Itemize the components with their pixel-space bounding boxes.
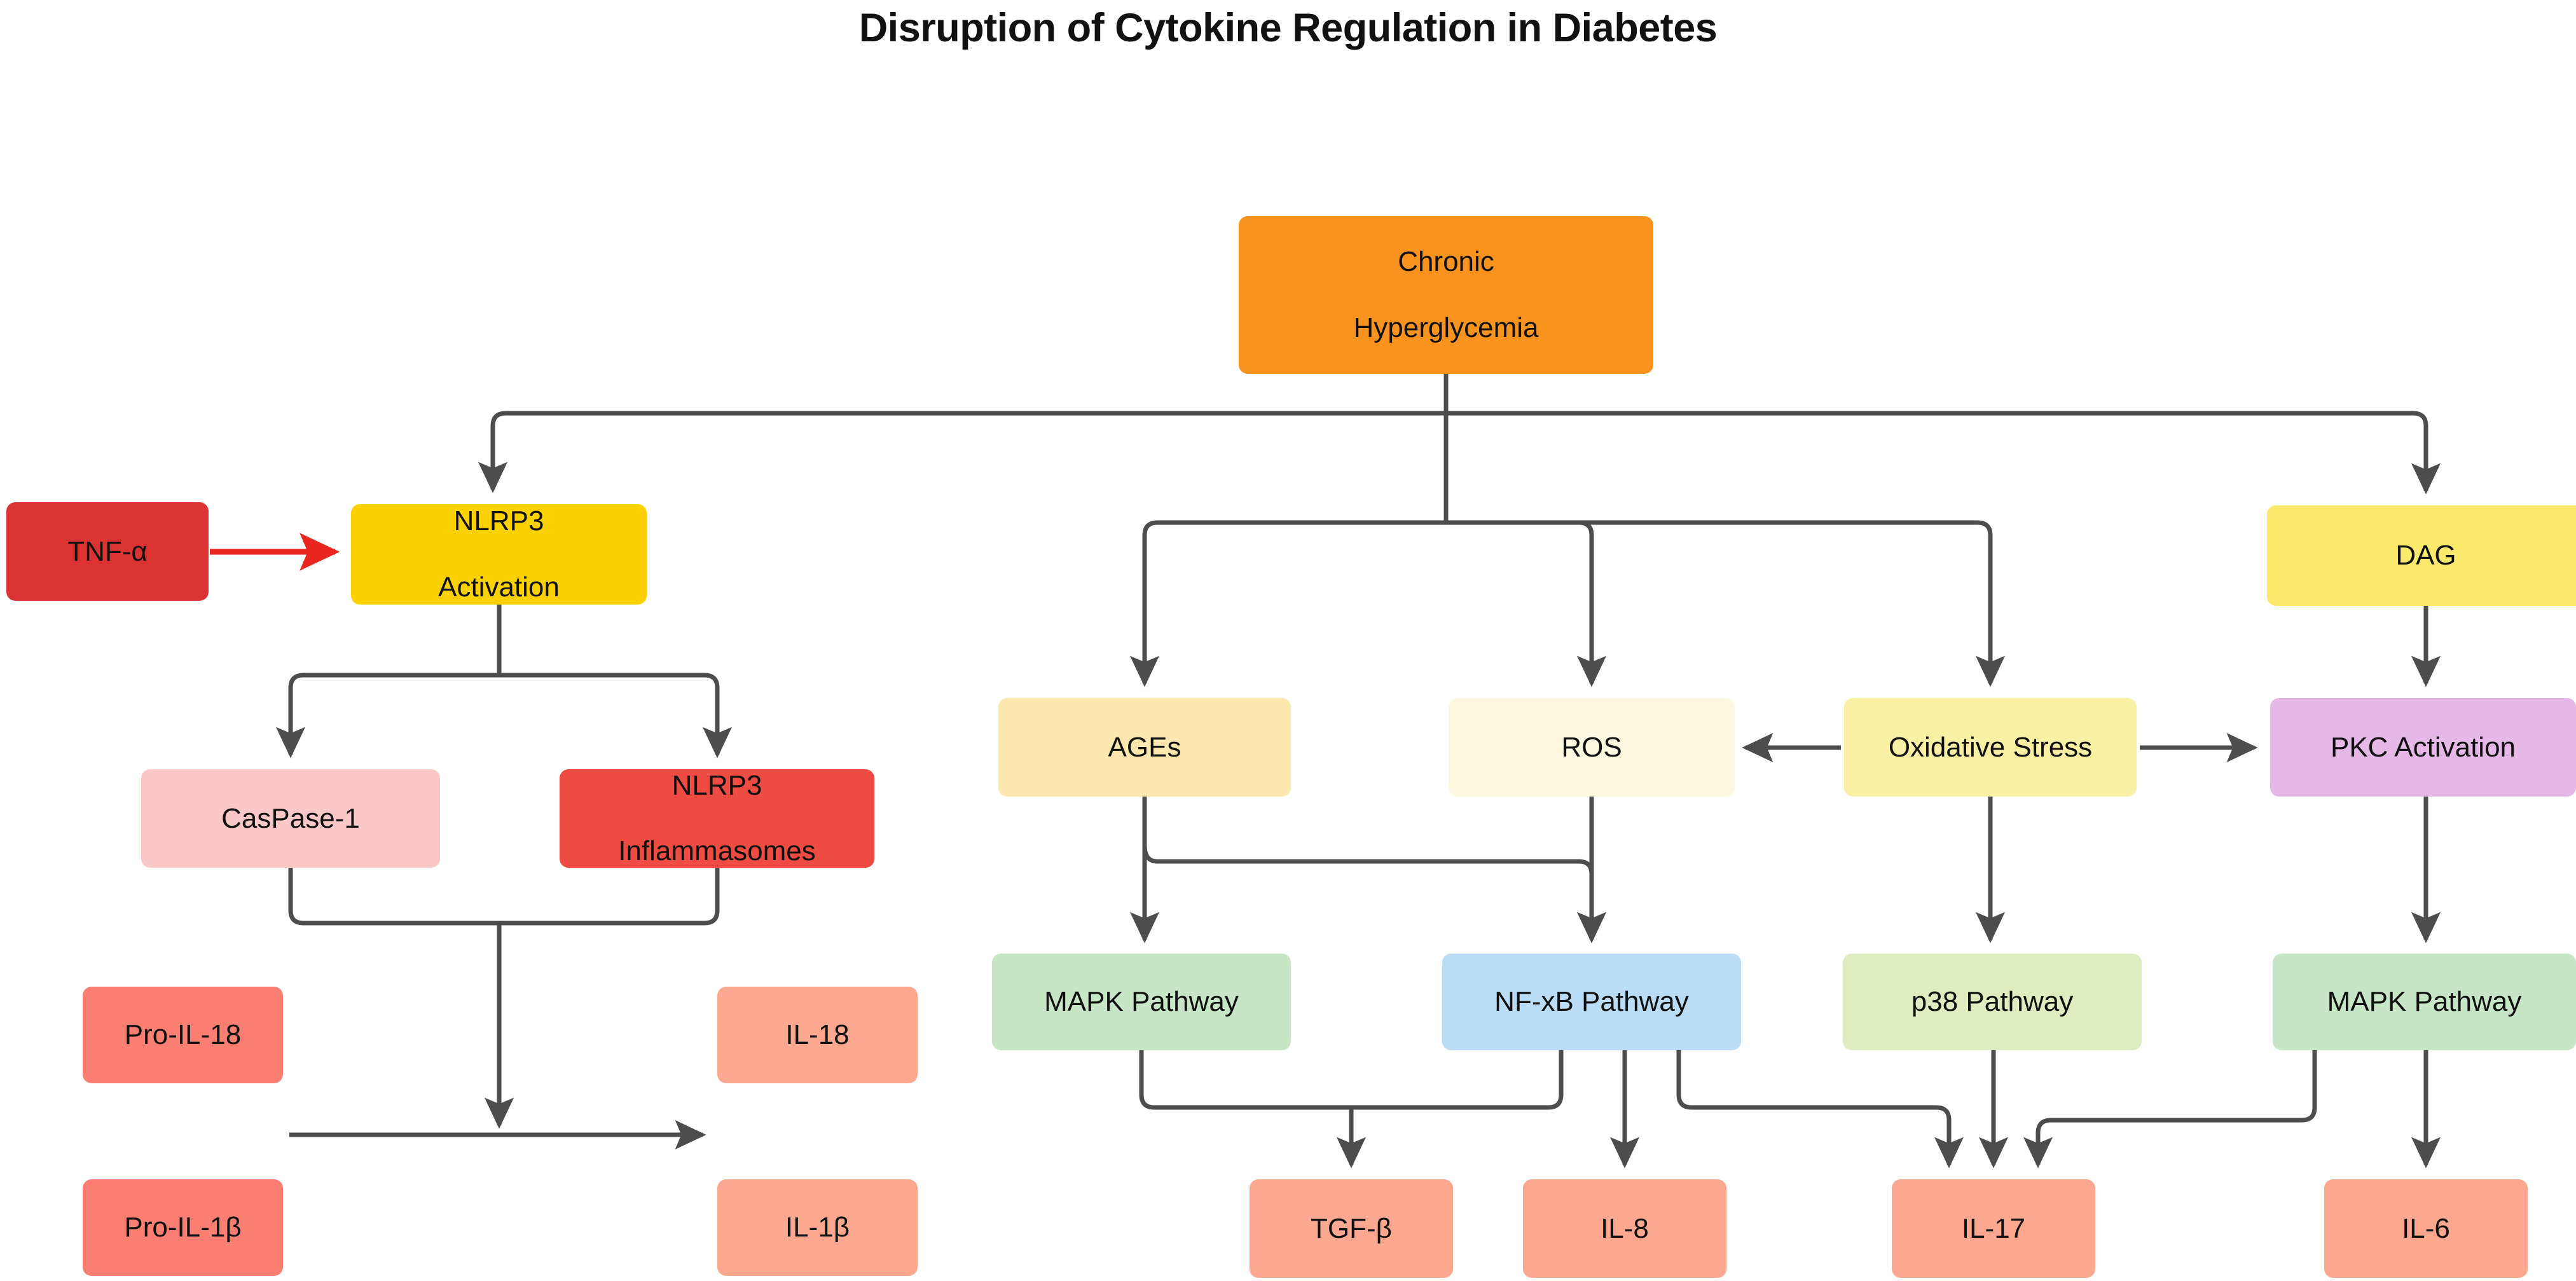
node-label: Oxidative Stress	[1888, 731, 2093, 763]
node-il-17[interactable]: IL-17	[1892, 1179, 2095, 1278]
edge-caspase1-merge	[288, 868, 499, 926]
node-label: IL-17	[1961, 1212, 2026, 1244]
node-label: PKC Activation	[2330, 731, 2516, 763]
node-il-1beta[interactable]: IL-1β	[717, 1179, 918, 1276]
node-label: IL-6	[2402, 1212, 2450, 1244]
node-p38-pathway[interactable]: p38 Pathway	[1843, 954, 2142, 1050]
node-label: IL-18	[785, 1019, 850, 1051]
node-il-8[interactable]: IL-8	[1523, 1179, 1726, 1278]
node-mapk-pathway-left[interactable]: MAPK Pathway	[992, 954, 1291, 1050]
node-nfxb-pathway[interactable]: NF-xB Pathway	[1442, 954, 1741, 1050]
node-label: TGF-β	[1311, 1212, 1392, 1244]
node-label: AGEs	[1108, 731, 1181, 763]
edge-hyperglycemia-to-dag	[1446, 411, 2441, 495]
edge-mapk-right-to-il17	[2023, 1050, 2317, 1168]
node-label: IL-8	[1601, 1212, 1649, 1244]
node-ros[interactable]: ROS	[1449, 698, 1735, 797]
node-label-line1: NLRP3	[672, 769, 762, 801]
node-label: Pro-IL-1β	[124, 1212, 242, 1243]
node-label: CasPase-1	[221, 802, 360, 834]
node-label: p38 Pathway	[1911, 986, 2074, 1018]
node-label: TNF-α	[67, 535, 148, 567]
node-label: NF-xB Pathway	[1494, 986, 1689, 1018]
edge-nfxb-to-il17	[1676, 1050, 1964, 1168]
edge-ages-to-nfxb	[1142, 845, 1607, 943]
edge-mapk-left-merge	[1139, 1050, 1351, 1110]
page-title: Disruption of Cytokine Regulation in Dia…	[858, 6, 1718, 50]
node-ages[interactable]: AGEs	[998, 698, 1291, 797]
edge-hyperglycemia-to-ages	[1129, 520, 1446, 687]
edge-hyperglycemia-to-ros	[1446, 520, 1607, 687]
node-label-line1: NLRP3	[453, 505, 544, 537]
edge-inflammasomes-merge	[499, 868, 720, 926]
node-label: DAG	[2395, 540, 2456, 572]
node-pkc-activation[interactable]: PKC Activation	[2270, 698, 2576, 797]
node-label: IL-1β	[785, 1212, 850, 1243]
node-label: MAPK Pathway	[1044, 986, 1239, 1018]
node-tgf-beta[interactable]: TGF-β	[1250, 1179, 1453, 1278]
node-label: Pro-IL-18	[124, 1019, 242, 1051]
node-pro-il-18[interactable]: Pro-IL-18	[83, 987, 283, 1083]
node-il-6[interactable]: IL-6	[2324, 1179, 2528, 1278]
node-il-18[interactable]: IL-18	[717, 987, 918, 1083]
edge-nlrp3-to-caspase1	[275, 673, 499, 758]
edge-nlrp3-to-inflammasomes	[499, 673, 733, 758]
node-mapk-pathway-right[interactable]: MAPK Pathway	[2273, 954, 2576, 1050]
node-caspase-1[interactable]: CasPase-1	[141, 769, 440, 868]
node-dag[interactable]: DAG	[2267, 505, 2576, 606]
node-label: MAPK Pathway	[2327, 986, 2522, 1018]
edge-hyperglycemia-to-oxidative-stress	[1446, 520, 2006, 687]
node-label-line2: Inflammasomes	[618, 835, 816, 867]
node-oxidative-stress[interactable]: Oxidative Stress	[1844, 698, 2137, 797]
node-pro-il-1beta[interactable]: Pro-IL-1β	[83, 1179, 283, 1276]
edge-hyperglycemia-to-nlrp3	[478, 411, 1446, 493]
node-label: ROS	[1561, 731, 1622, 763]
node-tnf-alpha[interactable]: TNF-α	[6, 502, 209, 601]
node-label-line2: Hyperglycemia	[1353, 312, 1539, 343]
edge-nfxb-left-merge	[1351, 1050, 1564, 1110]
node-label-line1: Chronic	[1398, 246, 1494, 278]
node-label-line2: Activation	[438, 571, 560, 603]
